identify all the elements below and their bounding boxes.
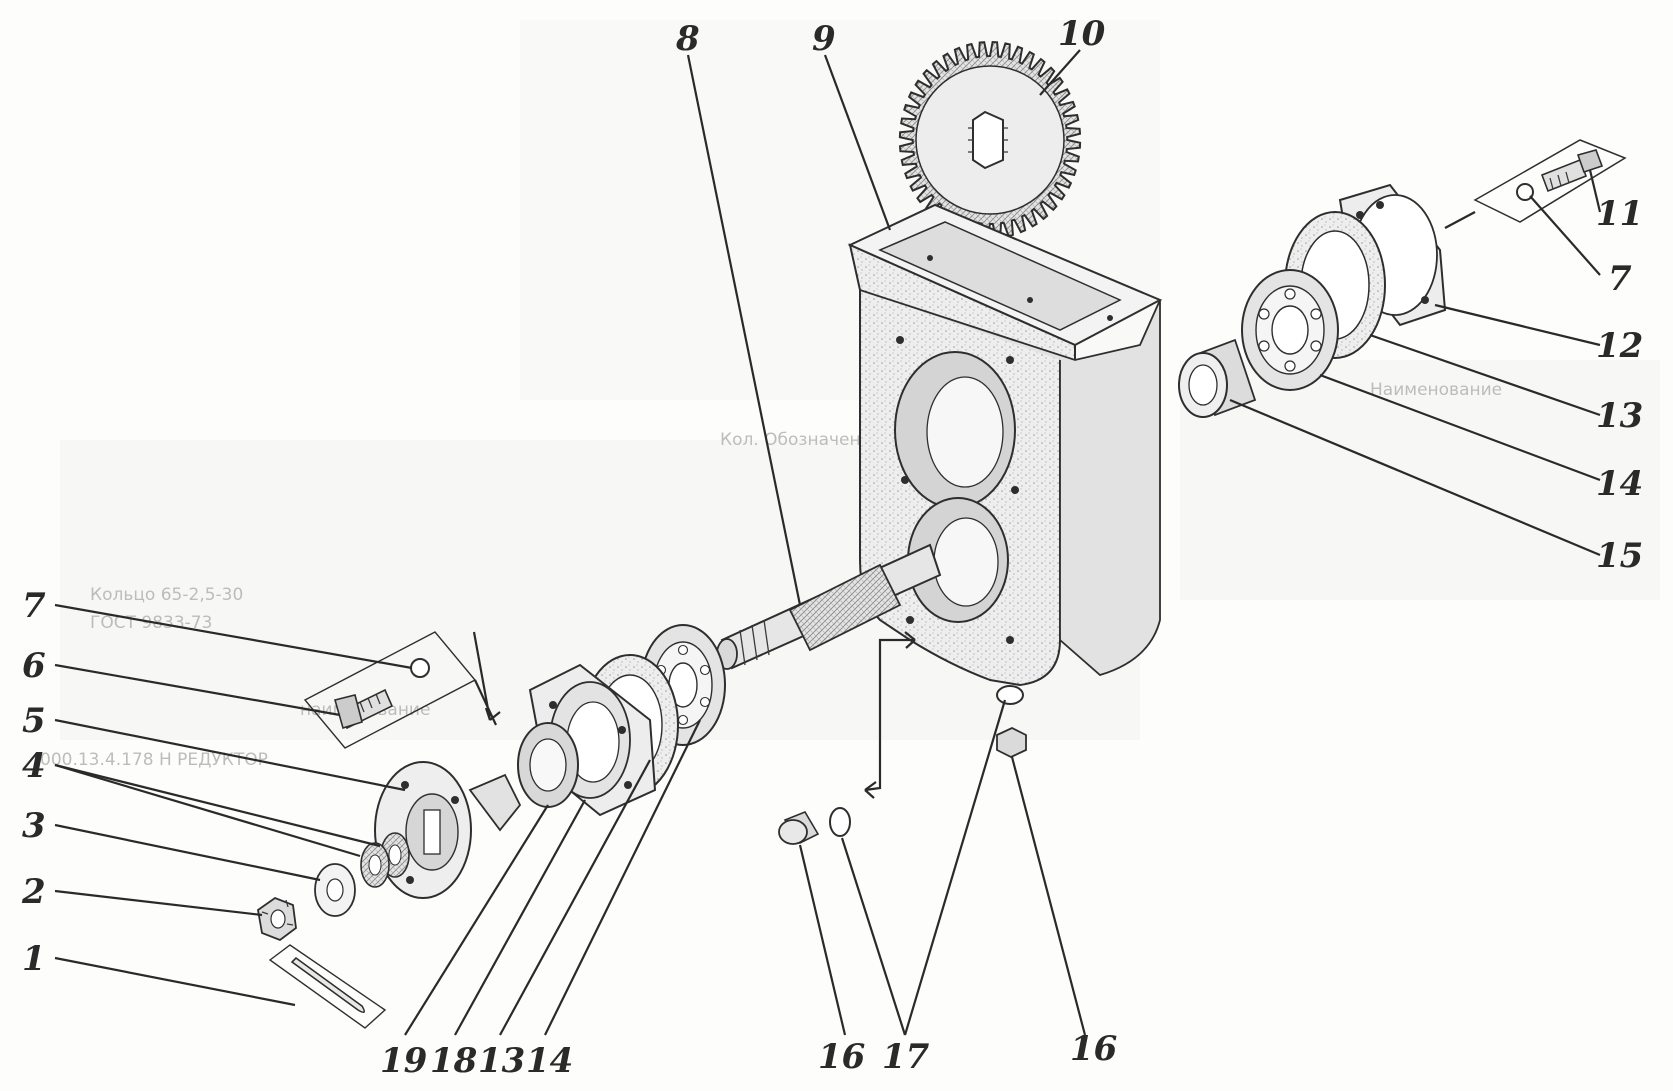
callout-16-left: 16	[818, 1037, 865, 1077]
assembly-arrow	[864, 631, 916, 799]
washer-part	[314, 863, 356, 917]
callout-14-right: 14	[1596, 464, 1643, 504]
left-bolt-tag	[303, 631, 501, 749]
callout-15: 15	[1596, 536, 1643, 576]
sleeve-part	[1178, 338, 1257, 418]
callout-12: 12	[1596, 326, 1643, 366]
right-bolt-tag	[1444, 139, 1627, 229]
callout-7-left: 7	[22, 586, 46, 626]
callout-3: 3	[22, 806, 46, 846]
callout-11: 11	[1596, 194, 1643, 234]
castle-nut-part	[257, 896, 297, 942]
callout-4: 4	[22, 746, 46, 786]
gear-part	[898, 40, 1082, 240]
callout-7-right: 7	[1608, 259, 1632, 299]
bearing-part	[1241, 269, 1339, 391]
drain-plug-part	[778, 807, 851, 845]
callout-6: 6	[22, 646, 46, 686]
callout-numbers: 1 2 3 4 5 6 7 8 9 10 11 7 12 13 14 15 19…	[21, 14, 1643, 1081]
callout-9: 9	[812, 19, 836, 59]
cotter-pin-tag	[268, 944, 387, 1029]
background-text: 000.13.4.178 Н РЕДУКТОР	[40, 750, 268, 770]
callout-16-right: 16	[1070, 1029, 1117, 1069]
leader-lines	[54, 49, 1602, 1036]
callout-2: 2	[21, 872, 46, 912]
housing-part	[847, 203, 1163, 687]
callout-14-bottom: 14	[526, 1041, 573, 1081]
spring-washer-part	[360, 832, 410, 888]
bottom-bolt-part	[996, 685, 1027, 758]
callout-13-bottom: 13	[478, 1041, 525, 1081]
callout-13-right: 13	[1596, 396, 1643, 436]
seal-part	[517, 722, 579, 808]
background-text: Кол. Обозначение	[720, 430, 882, 450]
callout-10: 10	[1058, 14, 1106, 54]
callout-17: 17	[882, 1037, 930, 1077]
callout-8: 8	[675, 19, 700, 59]
callout-19: 19	[380, 1041, 427, 1081]
callout-1: 1	[22, 939, 46, 979]
callout-5: 5	[22, 701, 46, 741]
background-text: Наименование	[1370, 380, 1502, 400]
callout-18: 18	[430, 1041, 477, 1081]
background-text: Кольцо 65-2,5-30	[90, 585, 243, 605]
